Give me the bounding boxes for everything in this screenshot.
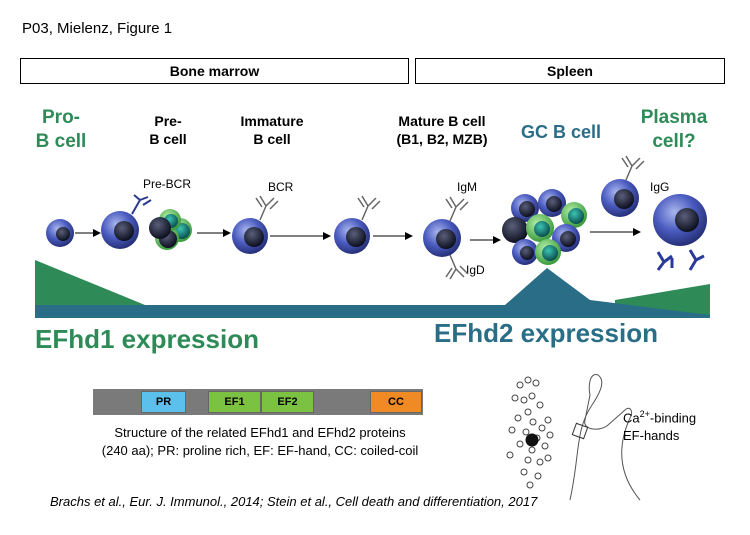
stage-pro-b: Pro- B cell (28, 106, 94, 154)
bone-marrow-box: Bone marrow (20, 58, 409, 84)
transitional-b-cell-icon (334, 195, 381, 254)
igm-label: IgM (457, 180, 478, 194)
stage-gc-b: GC B cell (505, 121, 617, 144)
spleen-label: Spleen (547, 63, 593, 79)
stage-mature-line1: Mature B cell (398, 113, 486, 129)
ca-suffix: -binding (649, 410, 697, 426)
pre-b-cell-icon (101, 194, 152, 249)
ca-superscript: 2+ (639, 409, 650, 419)
domain-ef2-label: EF2 (277, 396, 298, 408)
bcr-label: BCR (268, 180, 294, 194)
domain-cc: CC (370, 391, 422, 413)
stage-mature-b: Mature B cell (B1, B2, MZB) (388, 113, 496, 148)
domain-ef2: EF2 (261, 391, 314, 413)
efhd2-expression-label: EFhd2 expression (434, 318, 658, 348)
spleen-box: Spleen (415, 58, 725, 84)
domain-cc-label: CC (388, 396, 404, 408)
stage-plasma-line1: Plasma (640, 107, 708, 128)
ca-binding-caption: Ca2+-binding EF-hands (623, 408, 696, 444)
stage-pro-b-line1: Pro- (42, 107, 80, 128)
igd-label: IgD (466, 263, 485, 277)
efhd1-expression-label: EFhd1 expression (35, 324, 259, 354)
stage-immature-line2: B cell (253, 130, 291, 147)
protein-caption-line2: (240 aa); PR: proline rich, EF: EF-hand,… (101, 442, 419, 458)
stage-plasma: Plasma cell? (630, 106, 718, 154)
pre-b-cluster-icon (149, 209, 192, 250)
domain-ef1-label: EF1 (224, 396, 245, 408)
pro-b-cell-icon (46, 219, 74, 247)
stage-gc-b-label: GC B cell (520, 122, 602, 142)
domain-pr: PR (141, 391, 186, 413)
stage-immature-line1: Immature (240, 113, 304, 129)
stage-pre-b-line2: B cell (149, 130, 187, 147)
efhd2-expression-profile (35, 268, 710, 318)
stage-mature-line2: (B1, B2, MZB) (396, 130, 488, 147)
stage-plasma-line2: cell? (652, 130, 696, 152)
protein-caption-line1: Structure of the related EFhd1 and EFhd2… (114, 425, 406, 440)
ef-hand-structure-icon (506, 374, 641, 501)
domain-ef1: EF1 (208, 391, 261, 413)
immature-b-cell-icon (232, 195, 279, 254)
secreted-antibody-icon (656, 249, 705, 271)
mature-b-cell-icon (423, 196, 469, 280)
igg-label: IgG (650, 180, 670, 194)
figure-title: P03, Mielenz, Figure 1 (22, 20, 173, 37)
ca-prefix: Ca (623, 410, 640, 426)
reference-citation: Brachs et al., Eur. J. Immunol., 2014; S… (50, 494, 538, 509)
bone-marrow-label: Bone marrow (169, 63, 260, 79)
domain-pr-label: PR (155, 396, 172, 408)
differentiation-arrows (75, 228, 641, 244)
stage-pro-b-line2: B cell (35, 130, 87, 152)
pre-bcr-label: Pre-BCR (143, 177, 192, 191)
protein-caption: Structure of the related EFhd1 and EFhd2… (55, 424, 465, 459)
stage-immature-b: Immature B cell (232, 113, 312, 148)
ca-line2: EF-hands (623, 427, 680, 443)
stage-pre-b-line1: Pre- (154, 113, 182, 129)
gc-b-cell-cluster-icon (502, 189, 587, 265)
stage-pre-b: Pre- B cell (138, 113, 198, 148)
igg-b-cell-icon (601, 155, 645, 217)
plasma-cell-icon (653, 194, 707, 246)
